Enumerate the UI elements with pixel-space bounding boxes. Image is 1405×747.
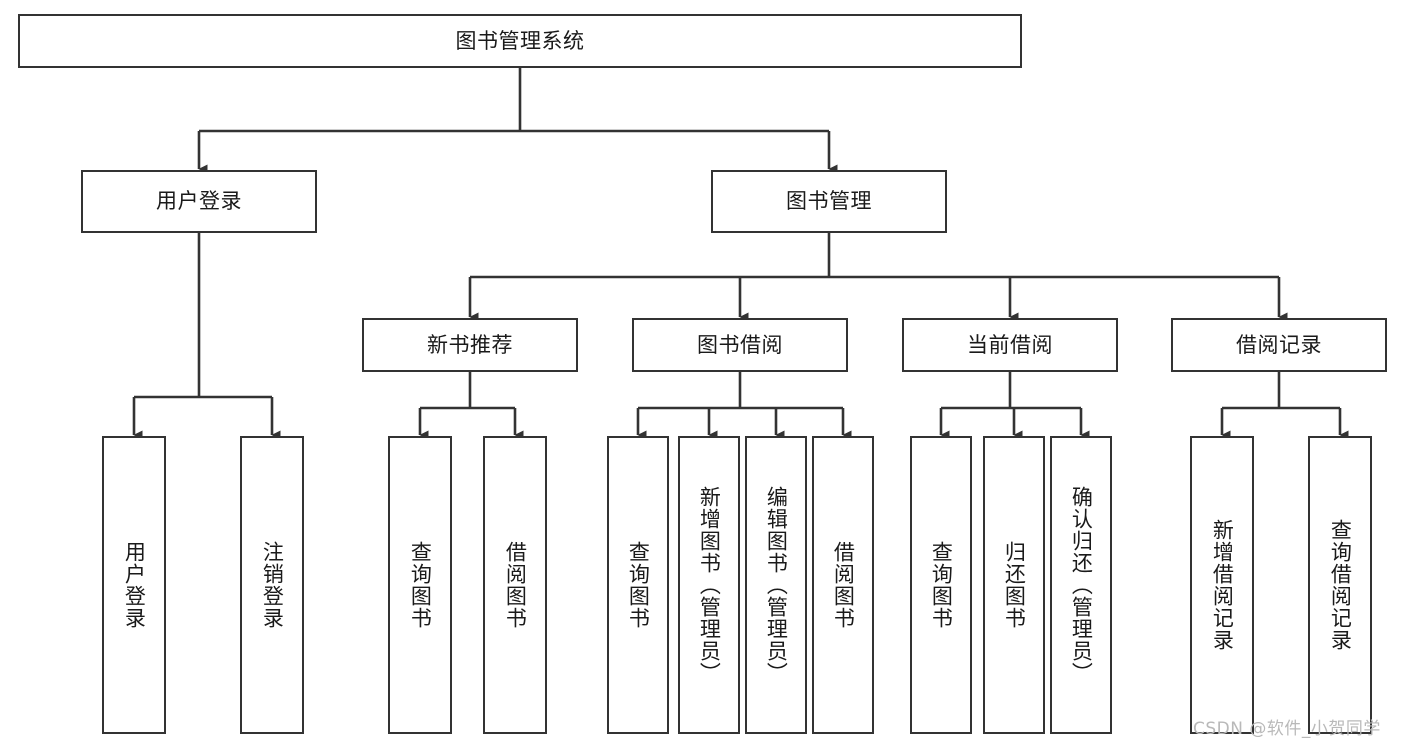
node-leaf-add-book-admin[interactable]: 新增图书（管理员）	[678, 436, 740, 734]
node-label: 新书推荐	[427, 332, 513, 357]
node-leaf-logout[interactable]: 注销登录	[240, 436, 304, 734]
node-label: 归还图书	[1002, 541, 1027, 629]
node-label: 用户登录	[156, 189, 242, 214]
node-borrow-record[interactable]: 借阅记录	[1171, 318, 1387, 372]
node-new-book-recommend[interactable]: 新书推荐	[362, 318, 578, 372]
node-current-borrow[interactable]: 当前借阅	[902, 318, 1118, 372]
node-leaf-query-book-current[interactable]: 查询图书	[910, 436, 972, 734]
node-label: 当前借阅	[967, 332, 1053, 357]
csdn-watermark: CSDN @软件_小贺同学	[1193, 719, 1381, 739]
node-label: 图书管理	[786, 189, 872, 214]
node-label: 注销登录	[260, 541, 285, 629]
node-label: 借阅图书	[831, 541, 856, 629]
node-leaf-query-book-borrow[interactable]: 查询图书	[607, 436, 669, 734]
node-label: 借阅记录	[1236, 332, 1322, 357]
node-book-manage[interactable]: 图书管理	[711, 170, 947, 233]
node-label: 确认归还（管理员）	[1069, 486, 1094, 684]
node-root[interactable]: 图书管理系统	[18, 14, 1022, 68]
node-label: 新增借阅记录	[1210, 519, 1235, 651]
node-label: 图书借阅	[697, 332, 783, 357]
node-label: 借阅图书	[503, 541, 528, 629]
node-leaf-query-borrow-record[interactable]: 查询借阅记录	[1308, 436, 1372, 734]
node-label: 查询图书	[929, 541, 954, 629]
node-leaf-borrow-book-rec[interactable]: 借阅图书	[483, 436, 547, 734]
node-leaf-user-login[interactable]: 用户登录	[102, 436, 166, 734]
node-leaf-confirm-return-admin[interactable]: 确认归还（管理员）	[1050, 436, 1112, 734]
node-book-borrow[interactable]: 图书借阅	[632, 318, 848, 372]
node-label: 用户登录	[122, 541, 147, 629]
node-leaf-edit-book-admin[interactable]: 编辑图书（管理员）	[745, 436, 807, 734]
node-label: 图书管理系统	[455, 28, 585, 53]
node-leaf-return-book[interactable]: 归还图书	[983, 436, 1045, 734]
node-leaf-query-book-rec[interactable]: 查询图书	[388, 436, 452, 734]
node-label: 查询图书	[408, 541, 433, 629]
node-user-login[interactable]: 用户登录	[81, 170, 317, 233]
node-label: 查询借阅记录	[1328, 519, 1353, 651]
node-leaf-add-borrow-record[interactable]: 新增借阅记录	[1190, 436, 1254, 734]
node-label: 查询图书	[626, 541, 651, 629]
node-label: 新增图书（管理员）	[697, 486, 722, 684]
node-leaf-borrow-book[interactable]: 借阅图书	[812, 436, 874, 734]
node-label: 编辑图书（管理员）	[764, 486, 789, 684]
